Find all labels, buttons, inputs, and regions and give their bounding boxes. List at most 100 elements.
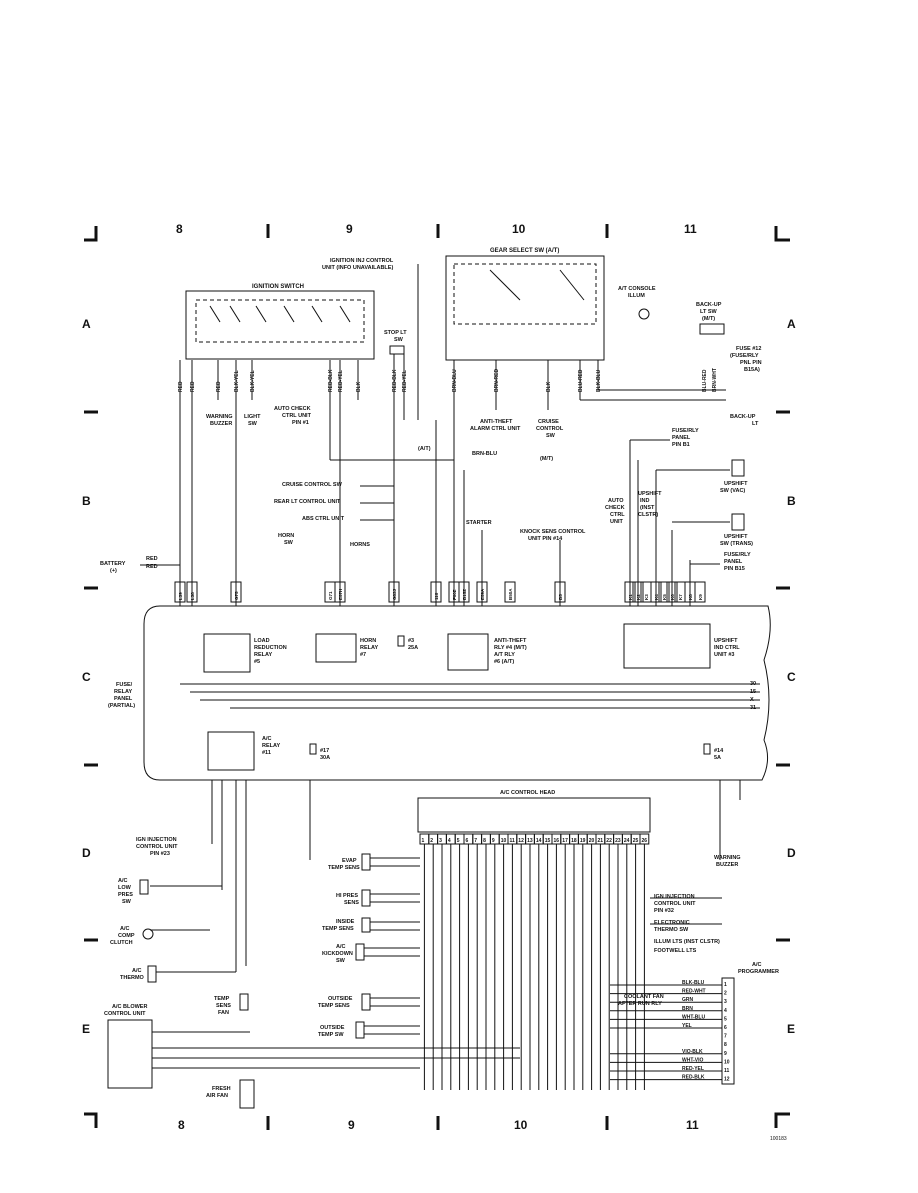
svg-text:UPSHIFT: UPSHIFT: [724, 534, 748, 540]
panel-pin-label: G71: [328, 591, 333, 600]
svg-text:UNIT PIN #14: UNIT PIN #14: [528, 536, 563, 542]
hi-pres-sens: HI PRES SENS: [336, 889, 371, 907]
column-header-top: 8 9 10 11: [176, 222, 697, 236]
programmer-wire-label: VIO-BLK: [682, 1049, 703, 1055]
ac-head-pin-label: 1: [422, 838, 425, 844]
ac-head-pin-label: 17: [562, 838, 568, 844]
svg-text:REDUCTION: REDUCTION: [254, 645, 287, 651]
svg-text:INSIDE: INSIDE: [336, 919, 355, 925]
svg-text:A/C: A/C: [262, 736, 272, 742]
svg-text:IGNITION INJ CONTROL: IGNITION INJ CONTROL: [330, 258, 394, 264]
svg-text:BUZZER: BUZZER: [716, 862, 738, 868]
temp-sens-fan: TEMP SENS FAN: [214, 993, 249, 1016]
programmer-wire-label: GRN: [682, 997, 694, 1003]
fuse-panel-b15: FUSE/RLY PANEL PIN B15: [724, 552, 751, 572]
ac-head-pin-label: 25: [633, 838, 639, 844]
svg-text:LOAD: LOAD: [254, 638, 270, 644]
ac-head-pin-label: 8: [483, 838, 486, 844]
svg-text:LOW: LOW: [118, 885, 132, 891]
horn-sw: HORN SW HORNS: [278, 533, 370, 548]
svg-text:BATTERY: BATTERY: [100, 561, 126, 567]
svg-text:PIN B1: PIN B1: [672, 442, 690, 448]
svg-text:CLSTR): CLSTR): [638, 512, 658, 518]
ac-control-head: A/C CONTROL HEAD: [417, 790, 651, 833]
ac-blower-control-unit: A/C BLOWER CONTROL UNIT: [104, 1004, 153, 1089]
programmer-pin-label: 12: [724, 1077, 730, 1083]
svg-text:#14: #14: [714, 748, 724, 754]
programmer-wire-label: BLK-BLU: [682, 980, 705, 986]
row-b-right: B: [787, 494, 796, 508]
programmer-pin-label: 11: [724, 1068, 730, 1074]
stop-lt-switch: STOP LT SW: [384, 330, 407, 355]
panel-pin-label: B50A: [508, 588, 513, 600]
ign-inj-control-label: IGNITION INJ CONTROL UNIT (INFO UNAVAILA…: [322, 258, 394, 271]
svg-text:CONTROL UNIT: CONTROL UNIT: [104, 1011, 146, 1017]
svg-text:PROGRAMMER: PROGRAMMER: [738, 969, 779, 975]
wire-color-label: RED-YEL: [402, 370, 408, 392]
svg-text:SW: SW: [336, 958, 346, 964]
programmer-wire-label: RED-BLK: [682, 1075, 705, 1081]
wire-color-label: RED-BLK: [328, 369, 334, 392]
bus-label: 30: [750, 681, 756, 687]
row-d-right: D: [787, 846, 796, 860]
wire-color-label: BLK: [356, 381, 362, 392]
svg-text:OUTSIDE: OUTSIDE: [328, 996, 353, 1002]
ac-head-pin-label: 20: [589, 838, 595, 844]
gear-select-label: GEAR SELECT SW (A/T): [490, 248, 559, 254]
backup-lt-switch: BACK-UP LT SW (M/T): [696, 302, 725, 335]
svg-text:(M/T): (M/T): [702, 316, 715, 322]
row-d-left: D: [82, 846, 91, 860]
svg-text:(FUSE/RLY: (FUSE/RLY: [730, 353, 759, 359]
svg-text:ALARM CTRL UNIT: ALARM CTRL UNIT: [470, 426, 521, 432]
svg-text:A/T RLY: A/T RLY: [494, 652, 515, 658]
svg-text:HI PRES: HI PRES: [336, 893, 358, 899]
svg-text:IGN INJECTION: IGN INJECTION: [136, 837, 177, 843]
upshift-sw-vac: UPSHIFT SW (VAC): [720, 459, 748, 494]
svg-text:AIR FAN: AIR FAN: [206, 1093, 228, 1099]
upshift-ind-inst: UPSHIFT IND (INST CLSTR): [638, 491, 662, 518]
svg-text:CONTROL: CONTROL: [536, 426, 564, 432]
inside-temp-sens: INSIDE TEMP SENS: [322, 917, 371, 933]
svg-text:UNIT: UNIT: [610, 519, 623, 525]
svg-text:PIN #1: PIN #1: [292, 420, 309, 426]
svg-text:FAN: FAN: [218, 1010, 229, 1016]
ac-head-pin-label: 26: [642, 838, 648, 844]
ac-head-pin-label: 10: [501, 838, 507, 844]
row-b-left: B: [82, 494, 91, 508]
programmer-pin-label: 6: [724, 1025, 727, 1031]
fuse-14: #14 5A: [703, 743, 724, 761]
panel-pin-label: K7: [678, 594, 683, 600]
light-sw-a: LIGHT SW: [244, 414, 261, 427]
ac-head-pin-label: 9: [492, 838, 495, 844]
wire-color-label: BLK-BLU: [596, 369, 602, 392]
column-header-bottom: 8 9 10 11: [178, 1118, 699, 1132]
ac-thermo: A/C THERMO: [120, 965, 157, 983]
programmer-wire-label: WHT-BLU: [682, 1014, 705, 1020]
rear-lt-label: REAR LT CONTROL UNIT: [274, 499, 341, 505]
wire-color-label: RED: [178, 381, 184, 392]
svg-text:A/C: A/C: [132, 968, 142, 974]
ac-head-pin-label: 21: [598, 838, 604, 844]
programmer-pin-label: 1: [724, 982, 727, 988]
svg-text:SW (VAC): SW (VAC): [720, 488, 745, 494]
figure-number: 100183: [770, 1136, 787, 1142]
svg-text:PANEL: PANEL: [724, 559, 743, 565]
svg-text:A/C: A/C: [120, 926, 130, 932]
anti-theft-alarm: ANTI-THEFT ALARM CTRL UNIT: [470, 419, 521, 432]
ac-head-pin-label: 23: [615, 838, 621, 844]
svg-text:PIN #32: PIN #32: [654, 908, 674, 914]
fuse-3: #3 25A: [397, 635, 418, 651]
battery: BATTERY (+) RED RED: [100, 556, 158, 574]
ac-head-pin-label: 18: [571, 838, 577, 844]
ac-programmer: A/C PROGRAMMER: [721, 962, 779, 1085]
svg-text:TEMP SENS: TEMP SENS: [322, 926, 354, 932]
svg-text:RELAY: RELAY: [360, 645, 378, 651]
svg-text:AUTO: AUTO: [608, 498, 624, 504]
svg-text:LT: LT: [752, 421, 759, 427]
outside-temp-sens: OUTSIDE TEMP SENS: [318, 993, 371, 1011]
svg-text:A/C: A/C: [752, 962, 762, 968]
svg-text:SW (TRANS): SW (TRANS): [720, 541, 753, 547]
svg-text:FUSE #12: FUSE #12: [736, 346, 761, 352]
programmer-wire-label: RED-YEL: [682, 1066, 704, 1072]
